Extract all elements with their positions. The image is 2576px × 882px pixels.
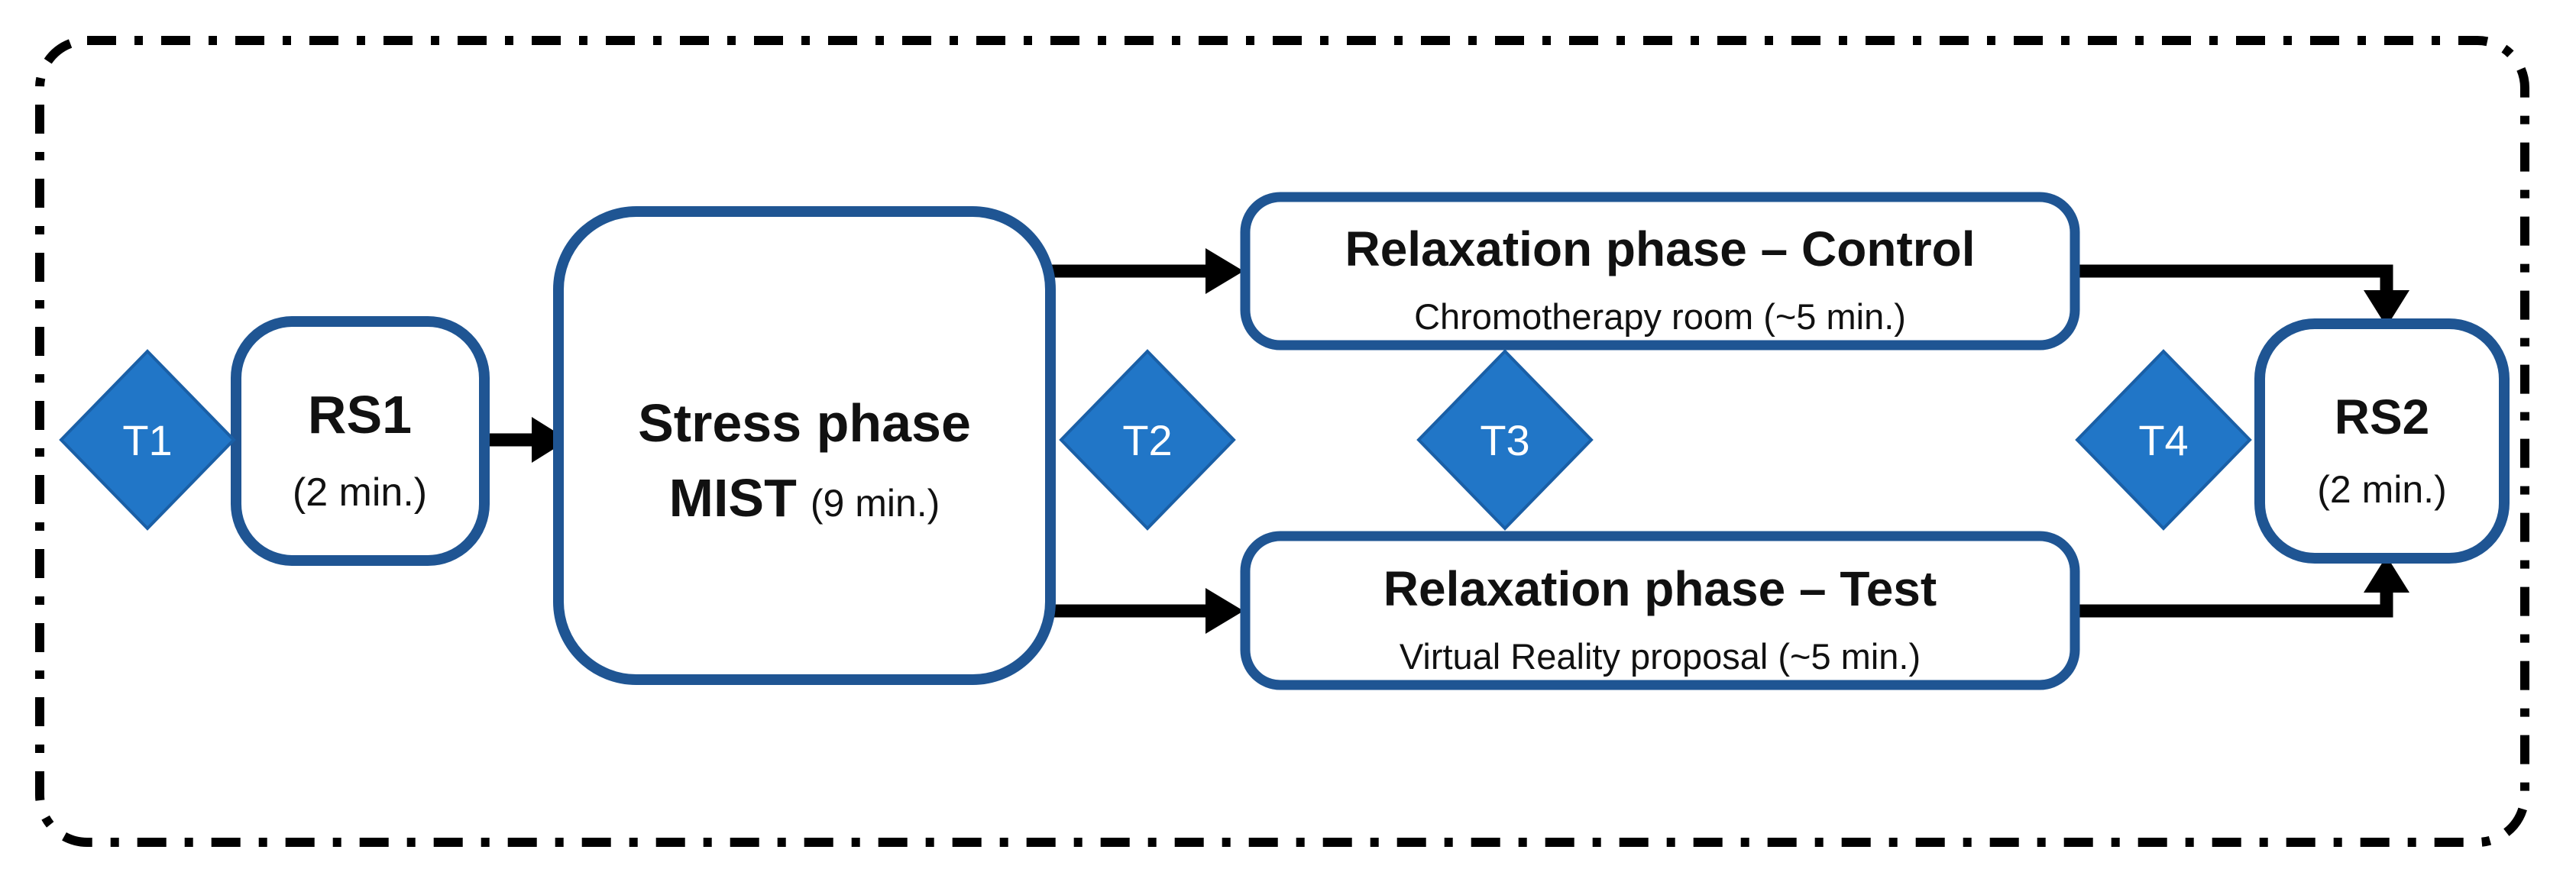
arrow-test-to-rs2: [2075, 556, 2409, 618]
relaxation-test-node: Relaxation phase – Test Virtual Reality …: [1240, 531, 2080, 690]
rs2-duration: (2 min.): [2317, 468, 2446, 511]
rs1-title: RS1: [308, 385, 412, 444]
rs1-node: RS1 (2 min.): [231, 316, 490, 566]
stress-node: Stress phase MIST (9 min.): [553, 206, 1056, 685]
relaxation-control-node: Relaxation phase – Control Chromotherapy…: [1240, 192, 2080, 351]
timepoint-t1-diamond: [59, 349, 236, 531]
stress-duration: (9 min.): [811, 482, 940, 525]
arrow-control-to-rs2-line: [2075, 264, 2393, 293]
rs2-title: RS2: [2335, 389, 2430, 444]
rs2-node: RS2 (2 min.): [2254, 318, 2510, 564]
arrow-stress-to-test: [1050, 588, 1244, 634]
timepoint-t2-label: T2: [1122, 416, 1172, 464]
arrow-control-to-rs2: [2075, 264, 2409, 327]
timepoint-t4: T4: [2075, 349, 2252, 531]
timepoint-t3: T3: [1416, 349, 1594, 531]
stress-title: Stress phase: [638, 393, 971, 453]
rs1-box: [231, 316, 490, 566]
relaxation-control-title: Relaxation phase – Control: [1345, 221, 1975, 276]
timepoint-t3-diamond: [1416, 349, 1594, 531]
arrow-stress-to-control-head: [1205, 248, 1244, 294]
timepoint-t3-label: T3: [1480, 416, 1529, 464]
relaxation-control-subtitle: Chromotherapy room (~5 min.): [1414, 296, 1906, 337]
arrow-stress-to-control: [1050, 248, 1244, 294]
relaxation-test-subtitle: Virtual Reality proposal (~5 min.): [1400, 636, 1921, 677]
timepoint-t4-diamond: [2075, 349, 2252, 531]
timepoint-t2-diamond: [1059, 349, 1236, 531]
timepoint-t2: T2: [1059, 349, 1236, 531]
timepoint-t1-label: T1: [122, 416, 172, 464]
stress-acronym: MIST: [669, 468, 797, 528]
arrow-test-to-rs2-line: [2075, 590, 2393, 618]
relaxation-test-box: [1240, 531, 2080, 690]
arrow-rs1-to-stress: [484, 417, 568, 463]
rs2-box: [2254, 318, 2510, 564]
stress-subtitle-line: MIST (9 min.): [669, 468, 940, 528]
rs1-duration: (2 min.): [293, 470, 427, 515]
arrow-test-to-rs2-head: [2364, 556, 2409, 593]
relaxation-test-title: Relaxation phase – Test: [1383, 561, 1937, 616]
arrow-stress-to-test-head: [1205, 588, 1244, 634]
stress-box: [553, 206, 1056, 685]
arrow-control-to-rs2-head: [2364, 290, 2409, 327]
dashed-session-border: [35, 36, 2529, 847]
arrow-rs1-to-stress-head: [532, 417, 568, 463]
timepoint-t1: T1: [59, 349, 236, 531]
timepoint-t4-label: T4: [2138, 416, 2188, 464]
relaxation-control-box: [1240, 192, 2080, 351]
